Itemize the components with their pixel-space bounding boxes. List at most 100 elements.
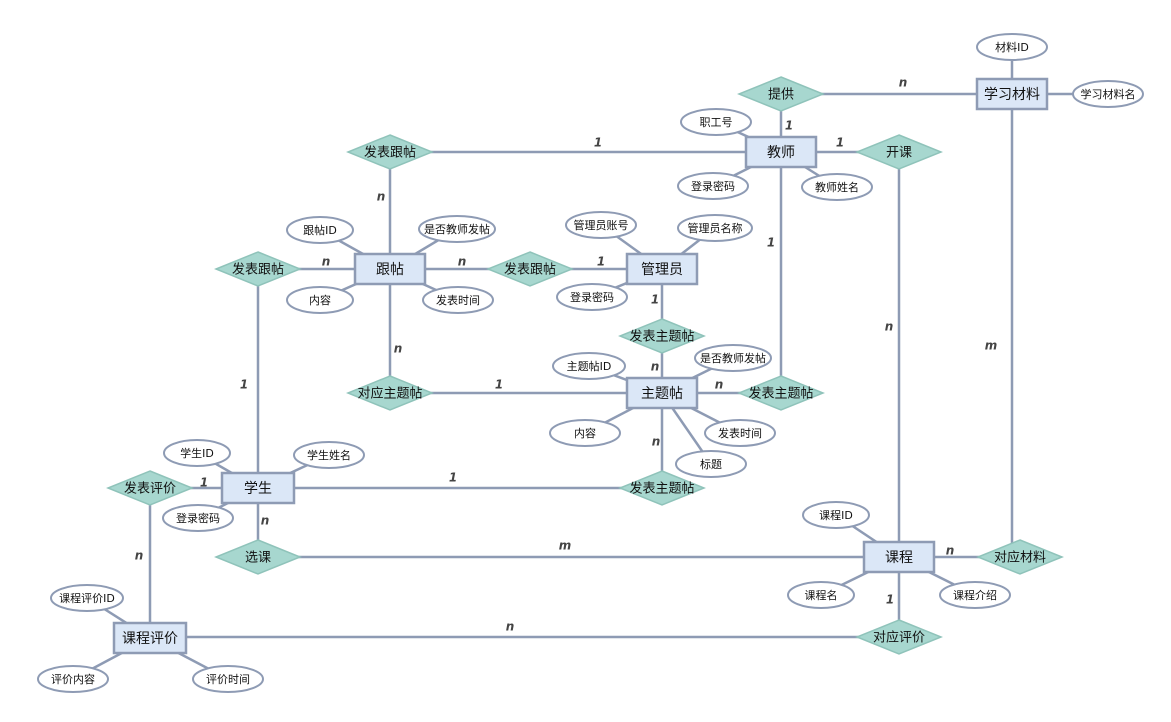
- attribute-t-no[interactable]: 职工号: [680, 108, 752, 136]
- attribute-s-id[interactable]: 学生ID: [163, 439, 231, 467]
- attribute-ellipse: [50, 584, 124, 612]
- attribute-s-pwd[interactable]: 登录密码: [162, 504, 234, 532]
- attribute-tp-isteacher[interactable]: 是否教师发帖: [694, 344, 772, 372]
- relationship-s-reply[interactable]: 发表跟帖: [214, 251, 302, 287]
- attribute-t-name[interactable]: 教师姓名: [801, 173, 873, 201]
- cardinality-label: 1: [597, 255, 605, 269]
- attribute-c-name[interactable]: 课程名: [787, 581, 855, 609]
- relationship-diamond: [618, 318, 706, 354]
- attribute-label: 管理员账号: [574, 218, 629, 232]
- attribute-ellipse: [549, 419, 621, 447]
- relationship-course-review[interactable]: 对应评价: [855, 619, 943, 655]
- attribute-label: 登录密码: [691, 179, 735, 193]
- attribute-c-id[interactable]: 课程ID: [802, 501, 870, 529]
- attribute-rv-id[interactable]: 课程评价ID: [50, 584, 124, 612]
- attribute-label: 课程评价ID: [59, 592, 115, 605]
- relationship-a-reply[interactable]: 发表跟帖: [486, 251, 574, 287]
- attribute-r-time[interactable]: 发表时间: [422, 286, 494, 314]
- attribute-mat-name[interactable]: 学习材料名: [1072, 80, 1144, 108]
- attribute-ellipse: [286, 286, 354, 314]
- cardinality-label: 1: [594, 136, 602, 150]
- attribute-rv-content[interactable]: 评价内容: [37, 665, 109, 693]
- node-layer: 提供开课发表跟帖发表跟帖发表跟帖发表主题帖对应主题帖发表主题帖发表主题帖发表评价…: [37, 33, 1144, 693]
- attribute-label: 管理员名称: [688, 221, 743, 235]
- attribute-label: 发表时间: [718, 426, 762, 440]
- relationship-s-topic[interactable]: 发表主题帖: [618, 470, 706, 506]
- relationship-diamond: [976, 539, 1064, 575]
- relationship-diamond: [855, 619, 943, 655]
- relationship-provide[interactable]: 提供: [737, 76, 825, 112]
- attribute-a-name[interactable]: 管理员名称: [677, 214, 753, 242]
- entity-box: [975, 77, 1049, 111]
- relationship-teach[interactable]: 开课: [855, 134, 943, 170]
- attribute-ellipse: [552, 352, 626, 380]
- entity-student[interactable]: 学生: [220, 471, 296, 505]
- relationship-t-reply[interactable]: 发表跟帖: [346, 134, 434, 170]
- attribute-label: 登录密码: [176, 511, 220, 525]
- cardinality-label: n: [322, 255, 331, 269]
- entity-box: [744, 135, 818, 169]
- attribute-ellipse: [787, 581, 855, 609]
- entity-label: 教师: [767, 145, 795, 161]
- cardinality-label: n: [652, 435, 661, 449]
- relationship-label: 对应材料: [994, 550, 1046, 566]
- cardinality-label: 1: [495, 378, 503, 392]
- relationship-select[interactable]: 选课: [214, 539, 302, 575]
- attribute-label: 学生姓名: [307, 448, 351, 462]
- attribute-mat-id[interactable]: 材料ID: [976, 33, 1048, 61]
- relationship-a-topic[interactable]: 发表主题帖: [618, 318, 706, 354]
- attribute-r-isteacher[interactable]: 是否教师发帖: [418, 215, 496, 243]
- attribute-label: 学生ID: [180, 446, 214, 460]
- attribute-ellipse: [293, 441, 365, 469]
- relationship-s-review[interactable]: 发表评价: [106, 470, 194, 506]
- cardinality-label: n: [394, 342, 403, 356]
- entity-review[interactable]: 课程评价: [112, 621, 188, 655]
- relationship-label: 对应主题帖: [357, 386, 422, 402]
- attribute-s-name[interactable]: 学生姓名: [293, 441, 365, 469]
- attribute-label: 发表时间: [436, 293, 480, 307]
- attribute-tp-content[interactable]: 内容: [549, 419, 621, 447]
- cardinality-label: n: [261, 514, 270, 528]
- attribute-rv-time[interactable]: 评价时间: [192, 665, 264, 693]
- attribute-t-pwd[interactable]: 登录密码: [677, 172, 749, 200]
- entity-label: 跟帖: [376, 262, 404, 278]
- attribute-tp-title[interactable]: 标题: [675, 450, 747, 478]
- attribute-tp-id[interactable]: 主题帖ID: [552, 352, 626, 380]
- entity-topic[interactable]: 主题帖: [625, 376, 699, 410]
- entity-label: 学生: [244, 481, 272, 497]
- attribute-ellipse: [976, 33, 1048, 61]
- entity-admin[interactable]: 管理员: [625, 252, 699, 286]
- attribute-tp-time[interactable]: 发表时间: [704, 419, 776, 447]
- attribute-r-content[interactable]: 内容: [286, 286, 354, 314]
- entity-box: [625, 376, 699, 410]
- cardinality-label: 1: [836, 136, 844, 150]
- entity-material[interactable]: 学习材料: [975, 77, 1049, 111]
- relationship-label: 发表主题帖: [629, 481, 694, 497]
- attribute-label: 职工号: [700, 116, 733, 129]
- attribute-label: 内容: [574, 426, 596, 440]
- attribute-ellipse: [422, 286, 494, 314]
- relationship-course-material[interactable]: 对应材料: [976, 539, 1064, 575]
- cardinality-label: n: [377, 190, 386, 204]
- attribute-label: 主题帖ID: [567, 360, 612, 373]
- attribute-ellipse: [675, 450, 747, 478]
- attribute-ellipse: [162, 504, 234, 532]
- relationship-diamond: [855, 134, 943, 170]
- entity-teacher[interactable]: 教师: [744, 135, 818, 169]
- entity-label: 管理员: [641, 262, 683, 278]
- attribute-label: 课程ID: [819, 509, 853, 522]
- cardinality-label: n: [885, 320, 894, 334]
- attribute-a-account[interactable]: 管理员账号: [565, 211, 637, 239]
- attribute-ellipse: [163, 439, 231, 467]
- entity-reply[interactable]: 跟帖: [353, 252, 427, 286]
- attribute-label: 课程介绍: [953, 588, 997, 602]
- cardinality-label: n: [946, 544, 955, 558]
- attribute-label: 登录密码: [570, 290, 614, 304]
- attribute-r-id[interactable]: 跟帖ID: [286, 216, 354, 244]
- relationship-label: 提供: [768, 87, 794, 103]
- attribute-a-pwd[interactable]: 登录密码: [556, 283, 628, 311]
- entity-course[interactable]: 课程: [862, 540, 936, 574]
- attribute-c-intro[interactable]: 课程介绍: [939, 581, 1011, 609]
- relationship-t-topic[interactable]: 发表主题帖: [737, 375, 825, 411]
- relationship-reply-topic[interactable]: 对应主题帖: [346, 375, 434, 411]
